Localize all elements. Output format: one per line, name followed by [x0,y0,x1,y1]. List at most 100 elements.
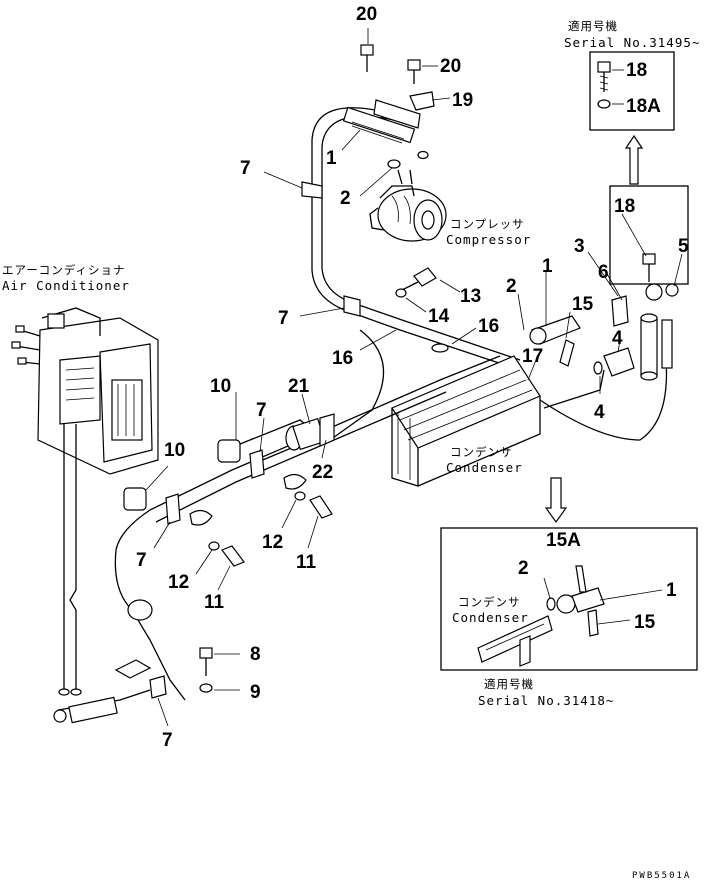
condenser2-jp: コンデンサ [458,595,521,609]
callout-7-e: 7 [162,730,173,751]
callout-16-a: 16 [478,316,499,337]
bolt-13 [401,267,437,291]
condenser [391,355,541,487]
inset-bolt-18 [597,61,611,92]
callout-1-b: 1 [542,256,553,277]
callout-8: 8 [250,644,261,665]
inset-box-bottom [440,527,698,671]
drawing-id: PWB5501A [632,871,691,881]
callout-2-b: 2 [506,276,517,297]
callout-11-a: 11 [296,552,317,573]
callout-2-c: 2 [518,558,529,579]
callout-7-a: 7 [240,158,251,179]
air-conditioner-unit [11,307,159,475]
receiver-dryer [640,313,658,381]
callout-6: 6 [598,262,609,283]
bracket-7-bottom [114,659,167,699]
callout-14: 14 [428,306,450,327]
bolt-20-top [360,44,374,72]
washer-12-right [294,491,306,501]
callout-20-right: 20 [440,56,461,77]
hose-10-lower [123,487,147,511]
clamp-7-lower [165,493,213,526]
callout-18-mid: 18 [614,196,635,217]
serial-bottom-jp: 適用号機 [484,677,534,691]
callout-17: 17 [522,346,543,367]
callout-1-a: 1 [326,148,337,169]
serial-top-en: Serial No.31495~ [564,35,700,50]
callout-15-b: 15 [634,612,656,633]
callout-3: 3 [574,236,585,257]
bolt-11-left [221,545,245,567]
callout-19: 19 [452,90,473,111]
washer-4-right [593,361,603,375]
callout-4-b: 4 [594,402,605,423]
callout-10-b: 10 [164,440,185,461]
inset-box-top [589,51,675,131]
compressor-en: Compressor [446,232,531,247]
inset-washer-18A [597,99,611,109]
bolt-8 [199,647,213,676]
callout-5: 5 [678,236,689,257]
callout-7-c: 7 [256,400,267,421]
inset-washer-2 [546,597,556,611]
serial-top-jp: 適用号機 [568,19,618,33]
callouts: 20 20 19 7 1 2 13 14 7 16 16 2 1 15 17 3… [136,4,689,751]
callout-12-b: 12 [168,572,189,593]
oring-16 [431,343,449,353]
inset-condenser [477,615,553,667]
clamp-7-middle [343,295,361,317]
callout-7-d: 7 [136,550,147,571]
callout-15A: 15A [546,530,581,551]
clamp-7-left [249,449,307,490]
arrow-up [624,134,644,185]
clamp-7-upper [301,181,323,199]
compressor-jp: コンプレッサ [450,217,525,231]
leader-lines [145,28,683,727]
fitting-21 [285,417,326,451]
condenser-jp: コンデンサ [450,445,513,459]
hose-lower-left [53,599,153,724]
clip-22 [319,413,335,447]
condenser-en: Condenser [446,460,523,475]
bracket-4 [603,347,635,377]
aircon-en: Air Conditioner [2,278,130,293]
washer-14 [395,288,407,298]
callout-18A-top: 18A [626,96,661,117]
callout-7-b: 7 [278,308,289,329]
callout-10-a: 10 [210,376,231,397]
compressor-hose-1 [342,106,416,144]
condenser2-en: Condenser [452,610,529,625]
callout-11-b: 11 [204,592,225,613]
arrow-down [544,477,568,524]
callout-9: 9 [250,682,261,703]
callout-20-top: 20 [356,4,377,25]
washer-9 [199,683,213,693]
washer-2-top [387,159,401,169]
washer-12-left [208,541,220,551]
pipe-right [661,319,673,369]
callout-13: 13 [460,286,481,307]
aircon-jp: エアーコンディショナ [2,263,126,277]
bolt-20-right [407,59,421,84]
callout-4-a: 4 [612,328,623,349]
inset-hose-1 [556,565,605,637]
serial-bottom-en: Serial No.31418~ [478,693,614,708]
drain-hose [58,424,82,696]
callout-1-c: 1 [666,580,677,601]
compressor-bracket [373,91,435,129]
bolt-18-mid [642,253,656,282]
compressor-body [369,169,447,242]
callout-22: 22 [312,462,333,483]
bolt-11-right [309,495,333,519]
callout-15-a: 15 [572,294,594,315]
washer-right [417,150,429,160]
inset-box-mid [609,185,689,285]
callout-16-b: 16 [332,348,353,369]
bracket-3 [611,295,629,327]
callout-12-a: 12 [262,532,283,553]
fitting-5 [645,283,679,301]
callout-21: 21 [288,376,310,397]
